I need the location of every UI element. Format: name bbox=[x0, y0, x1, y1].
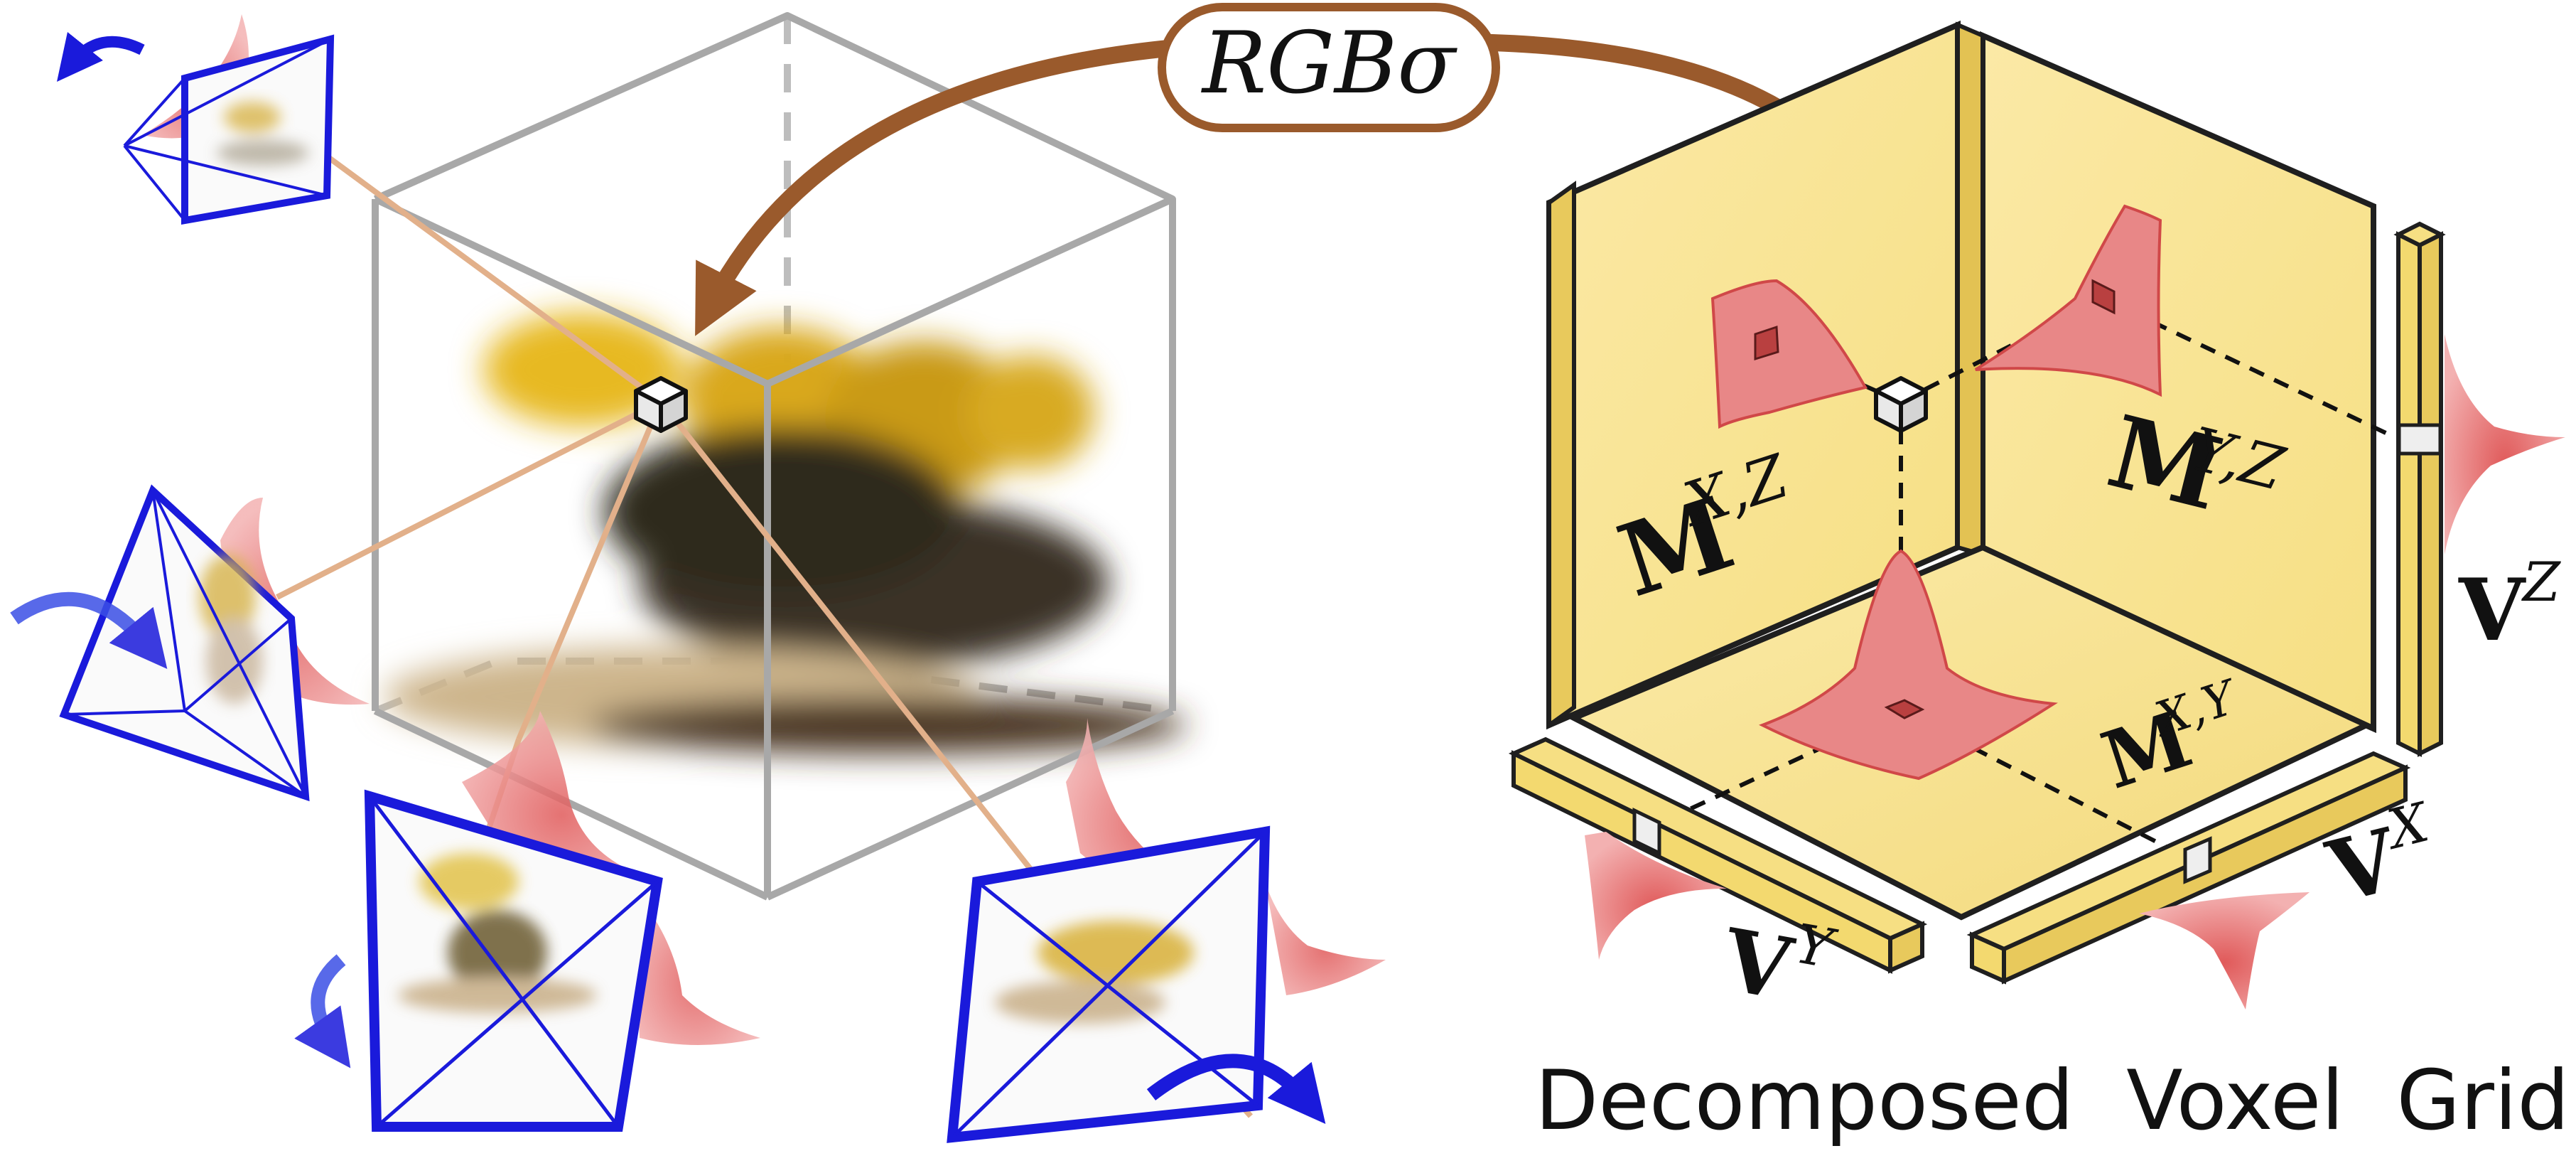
voxel-grid-caption: Decomposed Voxel Grid bbox=[1535, 1053, 2570, 1149]
vector-z-bar bbox=[2393, 221, 2565, 757]
voxel-grid: M X,Z M Y,Z M X,Y V Z V X V Y bbox=[1508, 20, 2565, 1021]
svg-text:Z: Z bbox=[2521, 550, 2561, 614]
blurred-bulldozer bbox=[384, 313, 1187, 754]
camera-bottom-center bbox=[294, 711, 760, 1132]
label-v-z: V Z bbox=[2458, 550, 2561, 660]
rgb-sigma-bubble: RGBσ bbox=[1158, 3, 1500, 132]
svg-text:V: V bbox=[2458, 560, 2526, 660]
radiance-scene bbox=[10, 12, 1386, 1143]
gaussian-on-yz-plane bbox=[1974, 204, 2162, 397]
svg-text:M: M bbox=[2098, 394, 2233, 534]
label-v-y: V Y bbox=[1715, 910, 1842, 1021]
camera-left-middle bbox=[10, 484, 370, 802]
gaussian-on-xz-plane bbox=[1710, 279, 1868, 429]
sample-point-cube bbox=[634, 376, 688, 433]
camera-top-left bbox=[56, 14, 335, 225]
vector-x-bar bbox=[1966, 751, 2411, 1009]
vector-y-bar bbox=[1508, 737, 1928, 974]
rgb-sigma-label: RGBσ bbox=[1201, 14, 1457, 113]
camera-bottom-right bbox=[947, 718, 1386, 1143]
label-m-yz: M Y,Z bbox=[2098, 394, 2292, 534]
gaussian-on-xy-plane bbox=[1759, 549, 2058, 781]
voxel-sample-cube bbox=[1874, 376, 1928, 433]
svg-text:V: V bbox=[1715, 910, 1800, 1021]
